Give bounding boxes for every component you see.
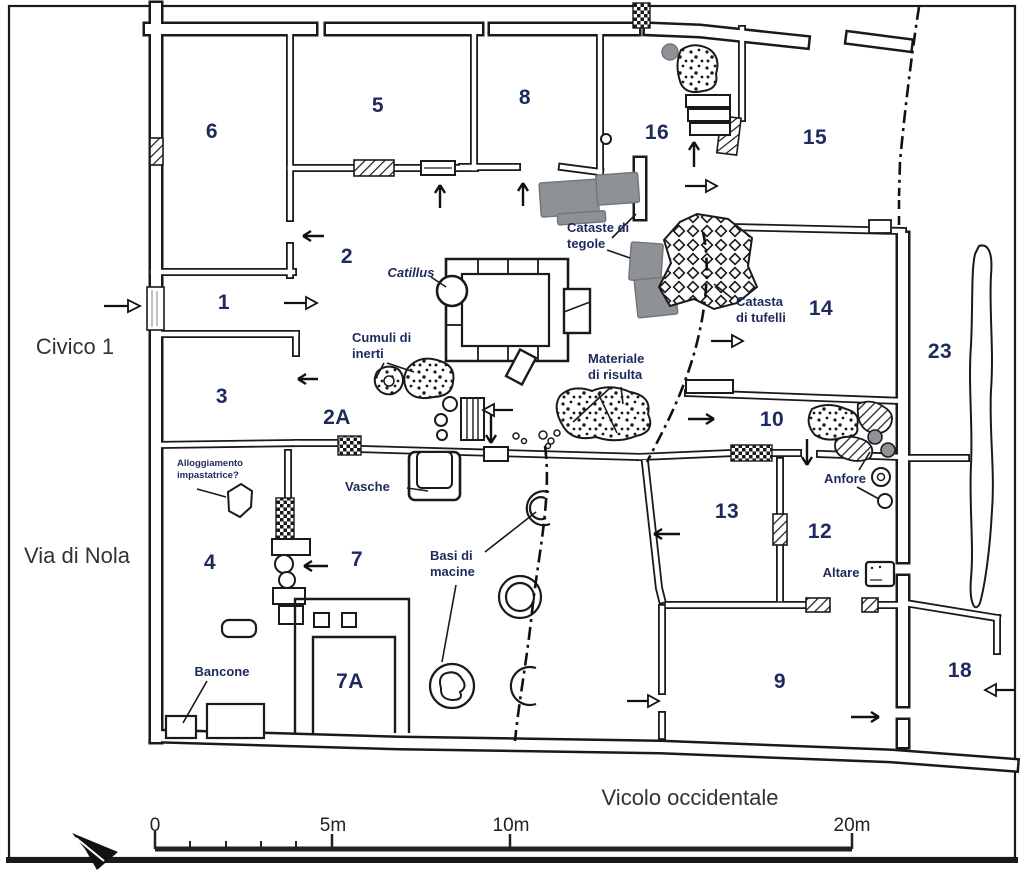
label-line: impastatrice? xyxy=(177,470,239,482)
street-label-via-di-nola: Via di Nola xyxy=(24,543,130,568)
room-label-7: 7 xyxy=(350,548,364,571)
altar xyxy=(864,560,896,588)
room-label-7a: 7A xyxy=(336,670,364,693)
bench xyxy=(220,618,258,639)
anfore-cluster xyxy=(834,400,896,509)
leader-lines xyxy=(182,213,880,724)
room-label-10: 10 xyxy=(759,408,785,431)
walls xyxy=(150,8,1012,765)
room-label-4: 4 xyxy=(203,551,217,574)
room-label-13: 13 xyxy=(714,500,740,523)
room-label-16: 16 xyxy=(644,121,670,144)
room-label-15: 15 xyxy=(802,126,828,149)
room4-features xyxy=(220,482,258,639)
slab-stack xyxy=(600,94,731,145)
label-line: Alloggiamento xyxy=(177,458,243,469)
room-label-8: 8 xyxy=(518,86,532,109)
label-line: inerti xyxy=(352,345,384,361)
label-line: Catasta xyxy=(736,294,783,309)
label-catillus: Catillus xyxy=(387,265,435,281)
room-label-2a: 2A xyxy=(323,406,351,429)
north-arrow-icon xyxy=(72,833,118,870)
amphora-icon xyxy=(877,493,893,509)
label-line: macine xyxy=(430,563,475,579)
small-objects-chain xyxy=(434,396,485,441)
figure-frame xyxy=(6,4,1018,863)
scale-tick-20m: 20m xyxy=(833,815,871,836)
label-line: Cumuli di xyxy=(352,330,412,345)
label-line: Cataste di xyxy=(567,220,630,235)
scale-tick-5m: 5m xyxy=(319,815,347,836)
label-line: di risulta xyxy=(588,366,643,382)
excavation-limit-lines xyxy=(513,6,921,742)
label-line: di tufelli xyxy=(736,309,786,325)
oven-structure xyxy=(293,597,411,733)
bancone-counter xyxy=(164,702,266,740)
vasche-basins xyxy=(407,446,509,502)
room-label-18: 18 xyxy=(947,659,973,682)
street-label-vicolo-occidentale: Vicolo occidentale xyxy=(601,785,779,810)
label-line: Basi di xyxy=(430,548,473,563)
pier-stack xyxy=(271,538,311,625)
rubble-bits xyxy=(512,429,561,450)
room-label-5: 5 xyxy=(371,94,385,117)
room-label-1: 1 xyxy=(217,291,231,314)
label-vasche: Vasche xyxy=(345,479,390,494)
room-label-23: 23 xyxy=(927,340,953,363)
room-label-14: 14 xyxy=(808,297,834,320)
mill-bases xyxy=(428,490,551,710)
checkered-wall-blocks xyxy=(275,2,773,544)
label-altare: Altare xyxy=(822,565,860,581)
label-line: Materiale xyxy=(588,351,645,366)
room-label-6: 6 xyxy=(205,120,219,143)
scale-tick-0: 0 xyxy=(149,815,161,836)
room-label-3: 3 xyxy=(215,385,229,408)
corridor-feature xyxy=(969,244,994,609)
street-label-civico-1: Civico 1 xyxy=(35,334,115,359)
stone-icon xyxy=(661,43,679,61)
mixer-socket xyxy=(226,482,254,519)
label-line: tegole xyxy=(567,235,606,251)
scale-bar xyxy=(153,831,854,852)
room-label-9: 9 xyxy=(773,670,787,693)
label-anfore: Anfore xyxy=(824,471,866,487)
scale-tick-10m: 10m xyxy=(492,815,530,836)
room-label-12: 12 xyxy=(807,520,833,543)
door-arrows xyxy=(104,141,1015,724)
rubble-mounds xyxy=(373,44,859,442)
mill-platform xyxy=(435,257,592,387)
label-bancone: Bancone xyxy=(194,664,250,680)
door-thresholds xyxy=(146,160,892,394)
room-label-2: 2 xyxy=(340,245,354,268)
